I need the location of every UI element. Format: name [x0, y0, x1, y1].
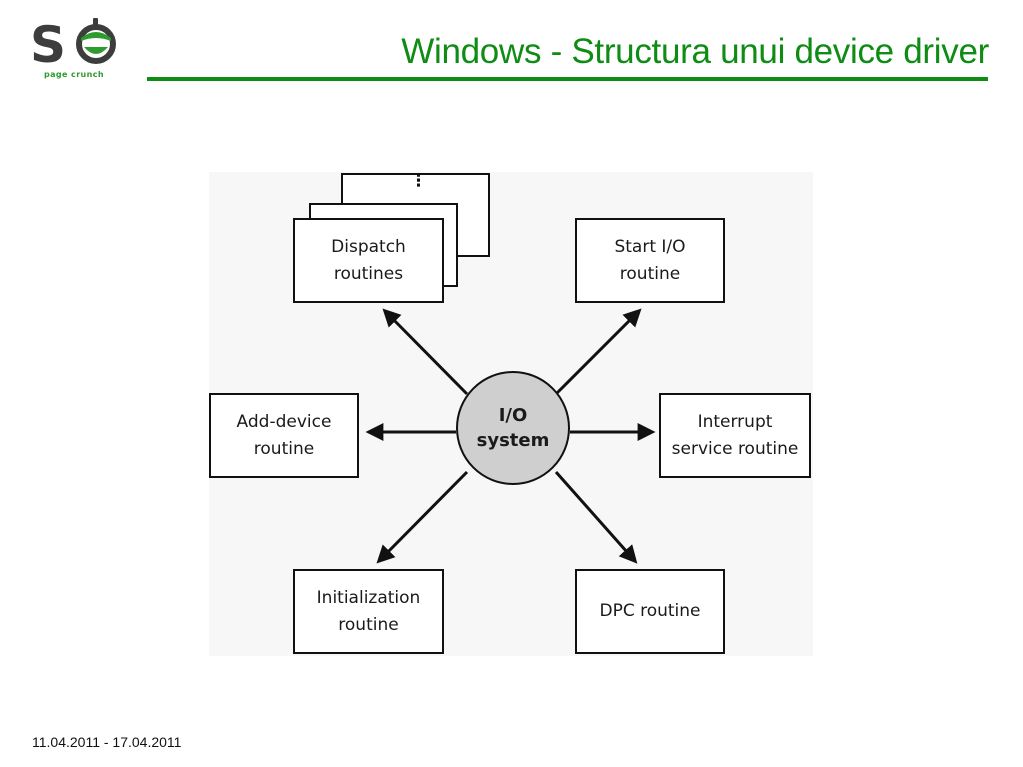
node-dpc-routine: DPC routine: [575, 569, 725, 654]
node-add-device-routine: Add-device routine: [209, 393, 359, 478]
acorn-icon: S: [30, 16, 116, 74]
edge-to-dispatch: [382, 308, 469, 396]
slide-title: Windows - Structura unui device driver: [401, 32, 989, 71]
page-crunch-logo: S page crunch: [28, 12, 120, 88]
acorn-shape: [76, 18, 116, 64]
edge-to-dpc: [554, 471, 638, 564]
continuation-dots: ⋮: [410, 171, 427, 191]
driver-structure-diagram: ⋮ Dispatch routines Start I/O routine Ad…: [209, 172, 813, 656]
diagram-arrows: [365, 308, 656, 564]
node-io-system: I/O system: [456, 371, 570, 485]
node-initialization-routine: Initialization routine: [293, 569, 444, 654]
title-rule: [147, 77, 988, 81]
node-dispatch-routines: Dispatch routines: [293, 218, 444, 303]
logo-wordmark: page crunch: [44, 70, 104, 79]
node-start-io-routine: Start I/O routine: [575, 218, 725, 303]
edge-to-initialization: [376, 470, 469, 564]
logo-letter-s: S: [30, 16, 66, 72]
node-interrupt-service-routine: Interrupt service routine: [659, 393, 811, 478]
footer-date: 11.04.2011 - 17.04.2011: [32, 734, 182, 750]
edge-to-start-io: [554, 308, 642, 396]
